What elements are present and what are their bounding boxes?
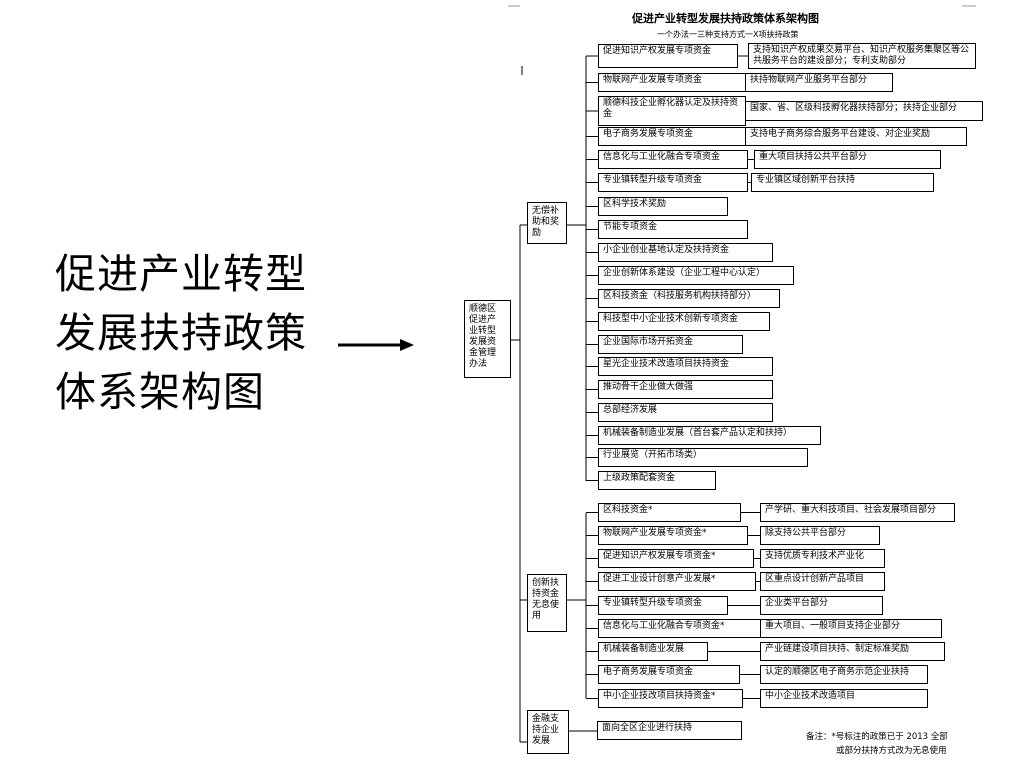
group1-item: 电子商务发展专项资金: [598, 127, 746, 146]
group1-item: 科技型中小企业技术创新专项资金: [598, 312, 770, 331]
group1-item: 区科技资金（科技服务机构扶持部分）: [598, 289, 780, 308]
group2-note: 重大项目、一般项目支持企业部分: [760, 619, 942, 638]
group1-item: 企业创新体系建设（企业工程中心认定）: [598, 266, 794, 285]
group1-note: 支持知识产权成果交易平台、知识产权服务集聚区等公共服务平台的建设部分；专利支助部…: [748, 43, 976, 69]
group1-item: 推动骨干企业做大做强: [598, 380, 773, 399]
group1-item: 星光企业技术改造项目扶持资金: [598, 357, 773, 376]
group1-item: 促进知识产权发展专项资金: [598, 44, 738, 68]
root-text-2: 促进产: [469, 315, 497, 325]
group1-item: 行业展览（开拓市场类）: [598, 448, 808, 467]
group2-item: 中小企业技改项目扶持资金*: [598, 689, 743, 708]
big-title-line-3: 体系架构图: [55, 368, 265, 416]
root-text-3: 业转型: [469, 326, 497, 336]
category-free-subsidy: 无偿补助和奖励: [527, 202, 567, 244]
group2-note: 产业链建设项目扶持、制定标准奖励: [760, 642, 945, 661]
group2-item: 物联网产业发展专项资金*: [598, 526, 748, 545]
group2-item: 专业镇转型升级专项资金: [598, 596, 728, 615]
group2-item: 机械装备制造业发展: [598, 642, 708, 661]
root-text-6: 办法: [469, 359, 488, 369]
group2-item: 促进工业设计创意产业发展*: [598, 572, 756, 591]
group2-item: 电子商务发展专项资金: [598, 665, 740, 684]
group1-item: 节能专项资金: [598, 220, 748, 239]
root-box: 顺德区 促进产 业转型 发展资 金管理 办法: [464, 300, 511, 378]
root-text-4: 发展资: [469, 337, 497, 347]
group2-note: 支持优质专利技术产业化: [760, 549, 885, 568]
group1-note: 支持电子商务综合服务平台建设、对企业奖励: [745, 127, 967, 146]
group1-note: 重大项目扶持公共平台部分: [754, 150, 941, 169]
group2-item: 区科技资金*: [598, 503, 741, 522]
category-financial-support: 金融支持企业发展: [527, 710, 569, 754]
big-title-line-1: 促进产业转型: [55, 250, 307, 298]
root-text-5: 金管理: [469, 348, 497, 358]
group2-note: 产学研、重大科技项目、社会发展项目部分: [760, 503, 955, 522]
footnote-line-1: 备注：*号标注的政策已于 2013 全部: [806, 732, 948, 742]
group1-item: 机械装备制造业发展（首台套产品认定和扶持）: [598, 426, 821, 445]
group2-note: 认定的顺德区电子商务示范企业扶持: [760, 665, 928, 684]
group1-item: 信息化与工业化融合专项资金: [598, 150, 748, 169]
group2-note: 除支持公共平台部分: [760, 526, 880, 545]
root-text-1: 顺德区: [469, 304, 497, 314]
group1-item: 物联网产业发展专项资金: [598, 73, 746, 92]
group1-item: 小企业创业基地认定及扶持资金: [598, 243, 773, 262]
group1-item: 专业镇转型升级专项资金: [598, 173, 748, 192]
group1-note: 扶持物联网产业服务平台部分: [745, 73, 893, 92]
group1-item: 总部经济发展: [598, 403, 773, 422]
group1-note: 专业镇区域创新平台扶持: [751, 173, 934, 192]
group2-note: 企业类平台部分: [760, 596, 883, 615]
group2-note: 中小企业技术改造项目: [760, 689, 928, 708]
group1-item: 顺德科技企业孵化器认定及扶持资金: [598, 96, 746, 126]
group1-item: 区科学技术奖励: [598, 197, 728, 216]
group1-note: 国家、省、区级科技孵化器扶持部分；扶持企业部分: [745, 101, 983, 121]
group3-item: 面向全区企业进行扶持: [597, 721, 742, 740]
footnote-line-2: 或部分扶持方式改为无息使用: [836, 746, 947, 756]
group2-note: 区重点设计创新产品项目: [760, 572, 885, 591]
group2-item: 信息化与工业化融合专项资金*: [598, 619, 763, 638]
diagram-title: 促进产业转型发展扶持政策体系架构图: [632, 12, 819, 25]
diagram-subtitle: 一个办法一三种支持方式一X项扶持政策: [657, 30, 799, 39]
group1-item: 上级政策配套资金: [598, 471, 716, 490]
group2-item: 促进知识产权发展专项资金*: [598, 549, 754, 568]
group1-item: 企业国际市场开拓资金: [598, 335, 743, 354]
big-title-line-2: 发展扶持政策: [55, 309, 307, 357]
category-innovation-fund: 创新扶持资金无息使用: [527, 574, 567, 632]
